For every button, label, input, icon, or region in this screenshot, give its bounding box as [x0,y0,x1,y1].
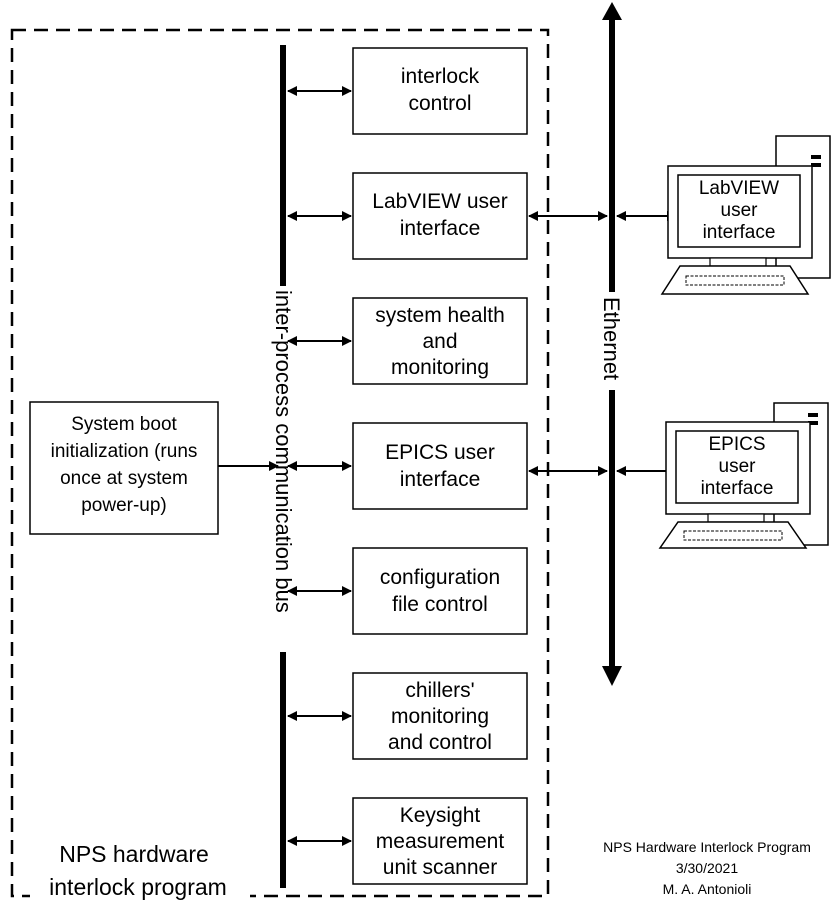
keyboard-keys [685,275,785,286]
module-box [352,297,528,385]
keyboard-keys [683,530,783,541]
ipc-bus-label: inter-process communication bus [271,290,296,613]
module-epics-user-interface: EPICS user interface [287,422,608,510]
screen-label: EPICS [708,434,765,455]
program-boundary [10,28,550,898]
screen-label: user [721,200,759,221]
module-label: interface [400,468,481,491]
module-box [352,422,528,510]
module-label: monitoring [391,705,489,728]
module-label: LabVIEW user [372,190,507,213]
module-label: interlock [401,65,480,88]
module-box [352,47,528,135]
signature-title: NPS Hardware Interlock Program [603,839,811,855]
ethernet-bottom-arrowhead [602,666,622,686]
tower-slot [808,413,818,417]
signature-author: M. A. Antonioli [663,881,752,897]
module-chillers-monitoring-control: chillers' monitoring and control [287,672,528,760]
program-label-line-2: interlock program [49,874,227,900]
module-keysight-measurement-unit-scanner: Keysight measurement unit scanner [287,797,528,885]
module-label: configuration [380,566,500,589]
module-label: control [408,92,471,115]
signature-date: 3/30/2021 [676,860,738,876]
ethernet-top-arrowhead [602,2,622,20]
module-label: file control [392,593,488,616]
boot-box-line-3: once at system [60,468,188,489]
module-label: unit scanner [383,856,497,879]
module-label: interface [400,217,481,240]
tower-slot [811,163,821,167]
boot-box-line-1: System boot [71,414,177,435]
monitor-screen [675,430,799,504]
module-interlock-control: interlock control [287,47,528,135]
module-label: Keysight [400,804,481,827]
boot-box [29,401,219,535]
module-label: monitoring [391,356,489,379]
module-system-health-monitoring: system health and monitoring [287,297,528,385]
program-label-backdrop [30,870,250,902]
module-label: measurement [376,830,505,853]
screen-label: LabVIEW [699,178,779,199]
module-label: EPICS user [385,441,495,464]
module-box [352,172,528,260]
ethernet-label: Ethernet [599,297,624,380]
screen-label: user [719,456,757,477]
module-box [352,797,528,885]
module-label: system health [375,304,505,327]
module-box [352,672,528,760]
labview-computer: LabVIEW user interface [616,135,831,295]
module-label: and control [388,731,492,754]
module-box [352,547,528,635]
module-label: chillers' [405,679,474,702]
screen-label: interface [703,222,776,243]
epics-computer: EPICS user interface [616,402,829,549]
program-label-line-1: NPS hardware [59,841,209,867]
tower-slot [808,421,818,425]
screen-label: interface [701,478,774,499]
module-configuration-file-control: configuration file control [287,547,528,635]
monitor-stand [709,257,767,267]
boot-box-line-4: power-up) [81,495,167,516]
module-label: and [422,330,457,353]
monitor-screen [677,174,801,248]
module-labview-user-interface: LabVIEW user interface [287,172,608,260]
boot-box-line-2: initialization (runs [51,441,198,462]
monitor-stand [707,513,765,523]
tower-slot [811,155,821,159]
